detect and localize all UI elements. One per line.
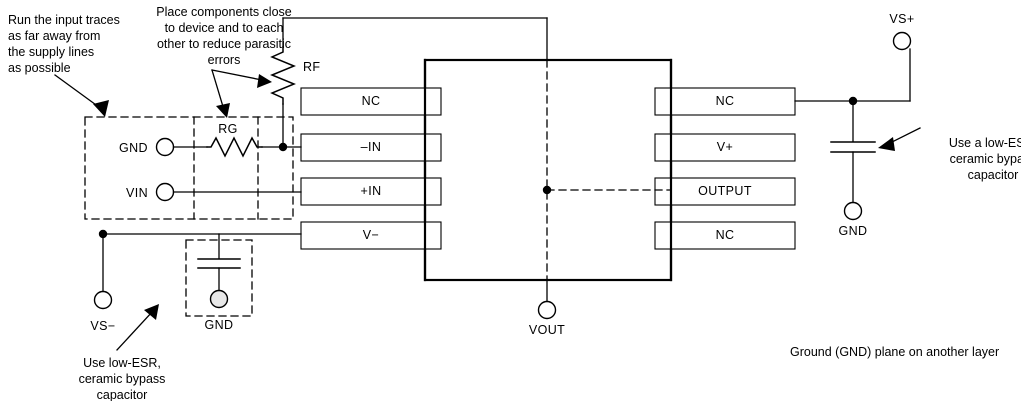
pin-box-left-vmin [300, 221, 442, 250]
arrow-bypass-left-head [144, 304, 159, 320]
arrow-bypass-right-head [878, 137, 895, 151]
rg-resistor [206, 136, 263, 158]
component-label-rg: RG [218, 122, 238, 136]
terminal-label-vin: VIN [126, 186, 149, 200]
gnd-bottom-left-terminal-circle [209, 289, 229, 309]
pin-box-left-inn [300, 133, 442, 162]
terminal-label-gnd-right: GND [838, 224, 868, 238]
device-center-junction [542, 185, 552, 195]
pin-label-right-1: V+ [716, 140, 734, 154]
annotation-ground-plane: Ground (GND) plane on another layer [790, 345, 1000, 359]
gnd-input-terminal-circle [155, 137, 175, 157]
rf-resistor [270, 46, 296, 105]
pin-label-right-2: OUTPUT [698, 184, 752, 198]
arrow-bypass-right-shaft [889, 127, 921, 144]
device-body [423, 58, 673, 282]
arrow-place-components-shaft-a [211, 69, 225, 111]
arrow-input-traces-head [93, 100, 109, 117]
arrow-place-components-head-b [257, 74, 272, 88]
bypass-cap-left-dashed-box [185, 239, 253, 317]
arrow-place-components-shaft-b [211, 69, 263, 81]
vsminus-terminal-circle [93, 290, 113, 310]
terminal-label-gnd-input: GND [119, 141, 148, 155]
terminal-label-vs-plus: VS+ [889, 12, 915, 26]
pin-label-left-0: NC [361, 94, 381, 108]
pin-box-right-output [654, 177, 796, 206]
pin-box-right-nc1 [654, 87, 796, 116]
pin-label-left-2: +IN [360, 184, 382, 198]
terminal-label-gnd-bottom-left: GND [204, 318, 234, 332]
pin-label-left-3: V− [362, 228, 380, 242]
vsplus-terminal-circle [892, 31, 912, 51]
terminal-label-vs-minus: VS− [90, 319, 116, 333]
inverting-node-junction [278, 142, 288, 152]
vin-terminal-circle [155, 182, 175, 202]
arrow-bypass-left-shaft [116, 311, 153, 351]
pin-label-right-0: NC [715, 94, 735, 108]
terminal-label-vout: VOUT [528, 323, 566, 337]
pin-box-right-nc2 [654, 221, 796, 250]
pin-box-right-vplus [654, 133, 796, 162]
gnd-right-terminal-circle [843, 201, 863, 221]
input-region-dashed-box [84, 116, 294, 220]
pin-label-right-3: NC [715, 228, 735, 242]
component-label-rf: RF [303, 60, 321, 74]
pin-label-left-1: –IN [360, 140, 382, 154]
pin-box-left-inp [300, 177, 442, 206]
vout-terminal-circle [537, 300, 557, 320]
pin-box-left-nc1 [300, 87, 442, 116]
arrow-place-components-head-a [216, 103, 230, 118]
